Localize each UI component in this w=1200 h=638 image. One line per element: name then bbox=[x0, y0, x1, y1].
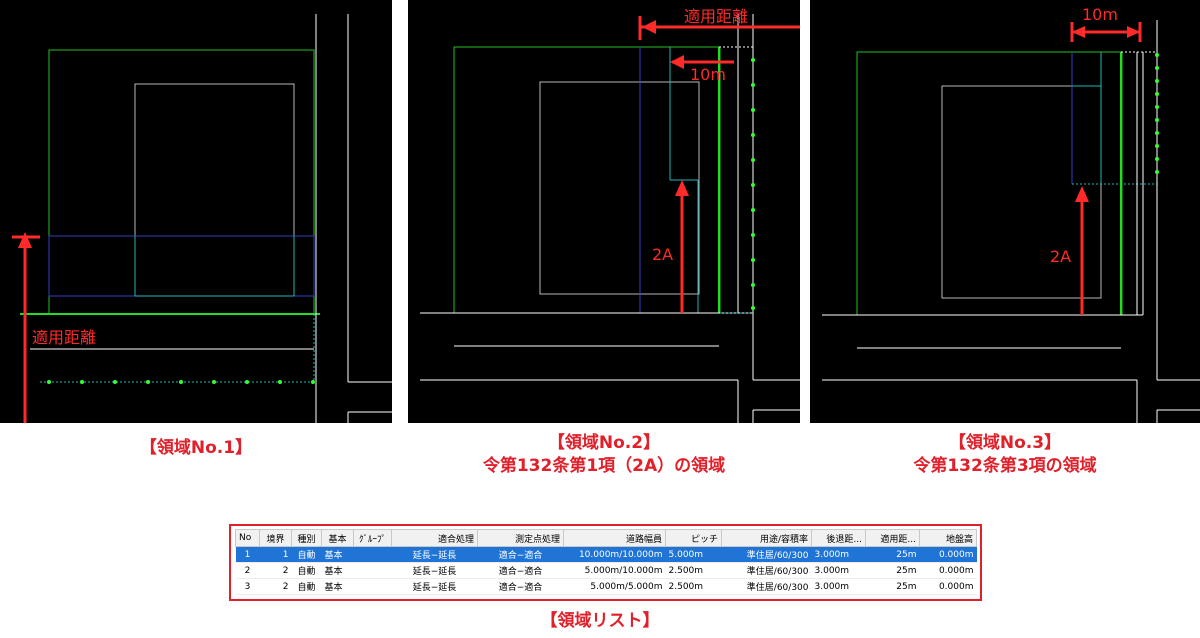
building-outline bbox=[134, 83, 295, 297]
ten-m-label: 10m bbox=[1082, 5, 1118, 24]
table-row[interactable]: 2 2 自動 基本 延長−延長 適合−適合 5.000m/10.000m 2.5… bbox=[235, 562, 977, 579]
col-type[interactable]: 種別 bbox=[291, 529, 322, 547]
measure-points bbox=[1155, 53, 1159, 174]
apply-distance-label: 適用距離 bbox=[684, 7, 748, 26]
col-road-width[interactable]: 道路幅員 bbox=[563, 529, 666, 547]
col-ground-height[interactable]: 地盤高 bbox=[919, 529, 977, 547]
building-outline bbox=[941, 85, 1102, 299]
col-basic[interactable]: 基本 bbox=[321, 529, 354, 547]
apply-distance-label: 適用距離 bbox=[32, 328, 96, 347]
two-a-label: 2A bbox=[652, 245, 673, 264]
caption-region-1: 【領域No.1】 bbox=[139, 438, 253, 458]
caption-region-2: 【領域No.2】 令第132条第1項（2A）の領域 bbox=[482, 433, 726, 476]
ten-m-label: 10m bbox=[690, 65, 726, 84]
cad-drawing-2: 適用距離 10m 2A bbox=[420, 7, 800, 423]
cad-panel-3: 10m 2A bbox=[810, 0, 1200, 423]
col-fit-process[interactable]: 適合処理 bbox=[391, 529, 478, 547]
col-pitch[interactable]: ピッチ bbox=[665, 529, 722, 547]
cad-panel-2: 適用距離 10m 2A bbox=[408, 0, 800, 423]
col-usage[interactable]: 用途/容積率 bbox=[721, 529, 812, 547]
cad-drawing-3: 10m 2A bbox=[822, 5, 1200, 423]
building-outline bbox=[539, 81, 700, 295]
col-no[interactable]: No bbox=[235, 529, 260, 547]
table-header: No 境界 種別 基本 ｸﾞﾙｰﾌﾟ 適合処理 測定点処理 道路幅員 ピッチ 用… bbox=[235, 529, 977, 547]
caption-region-list: 【領域リスト】 bbox=[540, 611, 660, 631]
region-band bbox=[48, 235, 315, 297]
col-setback[interactable]: 後退距... bbox=[811, 529, 866, 547]
table-row[interactable]: 1 1 自動 基本 延長−延長 適合−適合 10.000m/10.000m 5.… bbox=[235, 546, 977, 563]
caption-region-3: 【領域No.3】 令第132条第3項の領域 bbox=[913, 433, 1097, 476]
col-group[interactable]: ｸﾞﾙｰﾌﾟ bbox=[353, 529, 392, 547]
region-list-frame: No 境界 種別 基本 ｸﾞﾙｰﾌﾟ 適合処理 測定点処理 道路幅員 ピッチ 用… bbox=[229, 524, 982, 601]
measure-points bbox=[47, 380, 315, 384]
cad-drawing-1: 適用距離 bbox=[12, 14, 392, 423]
col-apply-distance[interactable]: 適用距... bbox=[865, 529, 920, 547]
two-a-label: 2A bbox=[1050, 247, 1071, 266]
region-list-table: No 境界 種別 基本 ｸﾞﾙｰﾌﾟ 適合処理 測定点処理 道路幅員 ピッチ 用… bbox=[235, 529, 977, 595]
measure-points bbox=[751, 58, 755, 310]
apply-distance-arrow bbox=[638, 16, 800, 40]
col-measure-process[interactable]: 測定点処理 bbox=[477, 529, 564, 547]
cad-panel-1: 適用距離 bbox=[0, 0, 392, 423]
table-row[interactable]: 3 2 自動 基本 延長−延長 適合−適合 5.000m/5.000m 2.50… bbox=[235, 578, 977, 595]
col-boundary[interactable]: 境界 bbox=[259, 529, 292, 547]
site-boundary bbox=[48, 49, 315, 315]
